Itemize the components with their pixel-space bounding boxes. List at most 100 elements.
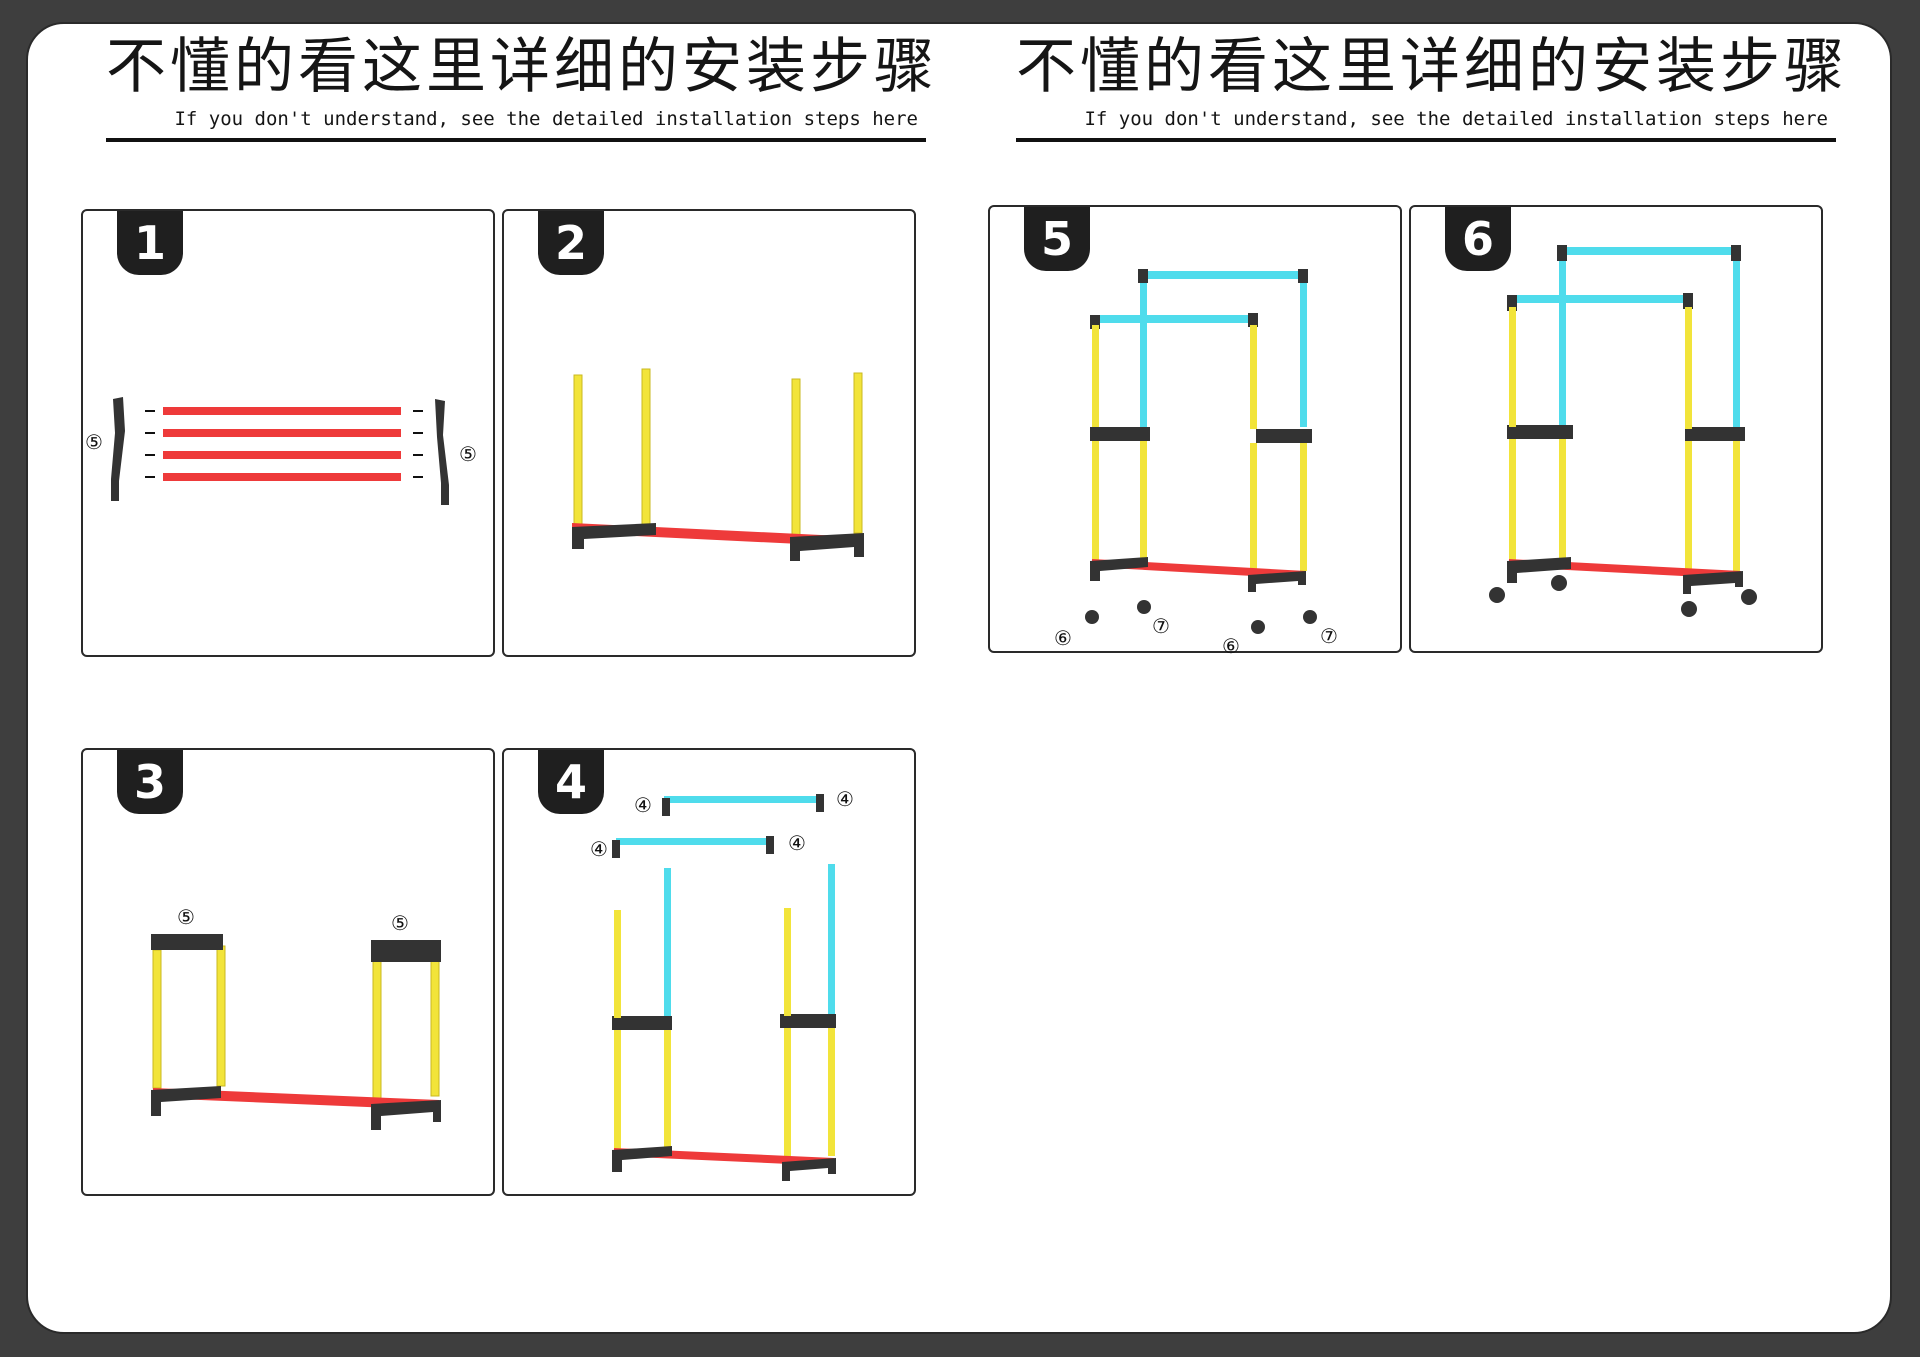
elbow-connector — [816, 794, 824, 812]
post-yellow — [641, 368, 651, 526]
callout-6: ⑥ — [1054, 626, 1072, 650]
post-yellow — [614, 1030, 621, 1160]
post-yellow — [573, 374, 583, 526]
post-yellow — [791, 378, 801, 538]
header-left: 不懂的看这里详细的安装步骤 If you don't understand, s… — [106, 32, 938, 142]
side-connector-right — [435, 399, 449, 505]
step-number-badge: 1 — [117, 211, 183, 275]
step-number-badge: 2 — [538, 211, 604, 275]
caster-wheel — [1741, 589, 1757, 605]
post-yellow — [1092, 441, 1099, 571]
step-number-badge: 5 — [1024, 207, 1090, 271]
step-6-illustration — [1489, 245, 1757, 617]
post-cyan — [1559, 251, 1566, 427]
post-cyan — [664, 868, 671, 1018]
step-number-badge: 4 — [538, 750, 604, 814]
step-2-illustration — [572, 368, 864, 561]
elbow-connector — [1683, 293, 1693, 309]
post-yellow — [664, 1030, 671, 1156]
base-connector — [1507, 557, 1571, 583]
callout-4: ④ — [788, 831, 806, 855]
base-connector — [371, 1100, 441, 1130]
caster-wheel — [1251, 620, 1265, 634]
mid-connector — [612, 1016, 672, 1030]
post-yellow — [372, 959, 382, 1101]
post-yellow — [784, 908, 791, 1016]
header-subtitle-en: If you don't understand, see the detaile… — [1084, 108, 1828, 130]
header-subtitle-en: If you don't understand, see the detaile… — [174, 108, 918, 130]
caster-wheel — [1551, 575, 1567, 591]
header-rule — [106, 138, 926, 142]
step-5-illustration: ⑥ ⑦ ⑥ ⑦ — [1054, 269, 1338, 655]
elbow-connector — [766, 836, 774, 854]
callout-5: ⑤ — [177, 905, 195, 929]
post-yellow — [853, 372, 863, 534]
mid-connector — [780, 1014, 836, 1028]
caster-wheel — [1489, 587, 1505, 603]
callout-7: ⑦ — [1152, 614, 1170, 638]
elbow-connector — [1298, 269, 1308, 283]
step-panel-1: ⑤ ⑤ 1 — [81, 209, 495, 657]
post-yellow — [1685, 441, 1692, 577]
elbow-connector — [1731, 245, 1741, 261]
step-4-illustration: ④ ④ ④ ④ — [590, 787, 854, 1181]
step-panel-2: 2 — [502, 209, 916, 657]
header-title-zh: 不懂的看这里详细的安装步骤 — [1016, 32, 1848, 102]
base-connector — [1090, 557, 1148, 581]
top-connector — [151, 934, 223, 950]
header-rule — [1016, 138, 1836, 142]
shelf-bar — [163, 407, 401, 415]
elbow-connector — [1507, 295, 1517, 311]
post-yellow — [1250, 443, 1257, 577]
callout-5: ⑤ — [85, 430, 103, 454]
post-cyan — [828, 864, 835, 1014]
base-connector — [1248, 571, 1306, 592]
callout-4: ④ — [634, 793, 652, 817]
elbow-connector — [1557, 245, 1567, 261]
post-yellow — [1250, 325, 1257, 429]
rail-cyan — [1509, 295, 1687, 303]
caster-wheel — [1681, 601, 1697, 617]
step-3-illustration: ⑤ ⑤ — [151, 905, 441, 1130]
elbow-connector — [1248, 313, 1258, 327]
base-connector — [572, 523, 656, 549]
elbow-connector — [612, 840, 620, 858]
shelf-bar — [163, 429, 401, 437]
post-yellow — [152, 949, 162, 1089]
step-panel-5: ⑥ ⑦ ⑥ ⑦ 5 — [988, 205, 1402, 655]
post-yellow — [1509, 439, 1516, 571]
post-cyan — [1140, 277, 1147, 427]
caster-wheel — [1137, 600, 1151, 614]
callout-5: ⑤ — [391, 911, 409, 935]
post-yellow — [1733, 441, 1740, 571]
arrows — [145, 410, 423, 478]
base-connector — [790, 533, 864, 561]
post-yellow — [430, 955, 440, 1097]
mid-connector — [1507, 425, 1573, 439]
base-connector — [612, 1146, 672, 1172]
post-yellow — [614, 910, 621, 1018]
base-connector — [1683, 571, 1743, 594]
callout-5: ⑤ — [459, 442, 477, 466]
shelf-bar — [163, 473, 401, 481]
rail-cyan — [1094, 315, 1254, 323]
callout-6: ⑥ — [1222, 634, 1240, 655]
shelf-bar — [163, 451, 401, 459]
post-cyan — [1733, 251, 1740, 427]
post-yellow — [1300, 443, 1307, 571]
mid-connector — [1256, 429, 1312, 443]
mid-connector — [1090, 427, 1150, 441]
mid-connector — [1685, 427, 1745, 441]
step-panel-6: 6 — [1409, 205, 1823, 653]
post-yellow — [828, 1028, 835, 1156]
base-connector — [782, 1158, 836, 1181]
post-yellow — [1092, 325, 1099, 427]
shelf — [153, 1088, 439, 1110]
step-panel-4: ④ ④ ④ ④ 4 — [502, 748, 916, 1196]
post-yellow — [1509, 307, 1516, 427]
elbow-connector — [662, 798, 670, 816]
rail-cyan — [1561, 247, 1735, 255]
header-title-zh: 不懂的看这里详细的安装步骤 — [106, 32, 938, 102]
top-connector — [371, 940, 441, 962]
step-panel-3: ⑤ ⑤ 3 — [81, 748, 495, 1196]
